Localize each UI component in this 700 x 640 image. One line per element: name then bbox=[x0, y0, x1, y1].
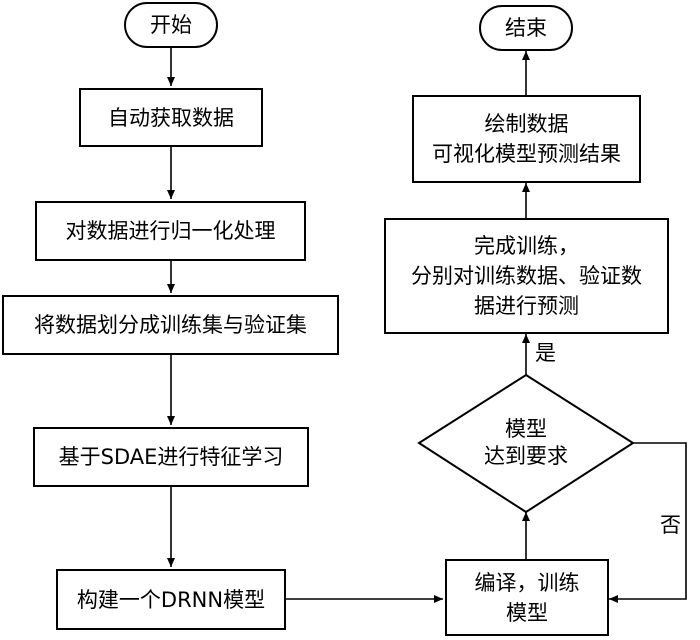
process-split-dataset: 将数据划分成训练集与验证集 bbox=[2, 295, 339, 355]
process-predict-text: 完成训练， 分别对训练数据、验证数 据进行预测 bbox=[411, 231, 642, 321]
process-visualize-results-text: 绘制数据 可视化模型预测结果 bbox=[432, 109, 621, 169]
decision-text: 模型 达到要求 bbox=[456, 416, 596, 470]
process-normalize-data: 对数据进行归一化处理 bbox=[35, 201, 306, 261]
train-line-1: 编译，训练 bbox=[474, 570, 580, 595]
start-label: 开始 bbox=[150, 13, 192, 37]
process-build-drnn-model-label: 构建一个DRNN模型 bbox=[76, 587, 266, 612]
visualize-line-2: 可视化模型预测结果 bbox=[432, 142, 621, 166]
process-auto-fetch-data-label: 自动获取数据 bbox=[108, 105, 234, 130]
process-visualize-results: 绘制数据 可视化模型预测结果 bbox=[412, 95, 641, 183]
arrow-decision-no-loop bbox=[609, 442, 687, 603]
process-compile-train: 编译，训练 模型 bbox=[445, 559, 609, 636]
process-auto-fetch-data: 自动获取数据 bbox=[79, 88, 263, 147]
visualize-line-1: 绘制数据 bbox=[484, 112, 569, 136]
branch-label-no: 否 bbox=[660, 513, 681, 537]
process-split-dataset-label: 将数据划分成训练集与验证集 bbox=[34, 313, 307, 337]
end-label: 结束 bbox=[505, 16, 547, 40]
decision-line-2: 达到要求 bbox=[484, 444, 568, 468]
predict-line-3: 据进行预测 bbox=[474, 294, 579, 318]
process-compile-train-text: 编译，训练 模型 bbox=[475, 568, 580, 628]
predict-line-2: 分别对训练数据、验证数 bbox=[411, 264, 642, 288]
process-sdae-feature-learning-label: 基于SDAE进行特征学习 bbox=[58, 445, 284, 469]
decision-line-1: 模型 bbox=[505, 417, 547, 441]
process-build-drnn-model: 构建一个DRNN模型 bbox=[56, 569, 286, 630]
end-terminal: 结束 bbox=[479, 5, 573, 51]
branch-label-yes: 是 bbox=[535, 341, 556, 365]
process-normalize-data-label: 对数据进行归一化处理 bbox=[65, 219, 276, 243]
process-predict: 完成训练， 分别对训练数据、验证数 据进行预测 bbox=[384, 218, 669, 334]
decision-diamond bbox=[417, 373, 635, 514]
start-terminal: 开始 bbox=[124, 2, 218, 48]
process-sdae-feature-learning: 基于SDAE进行特征学习 bbox=[33, 427, 309, 487]
predict-line-1: 完成训练， bbox=[474, 234, 579, 258]
train-line-2: 模型 bbox=[506, 600, 548, 625]
